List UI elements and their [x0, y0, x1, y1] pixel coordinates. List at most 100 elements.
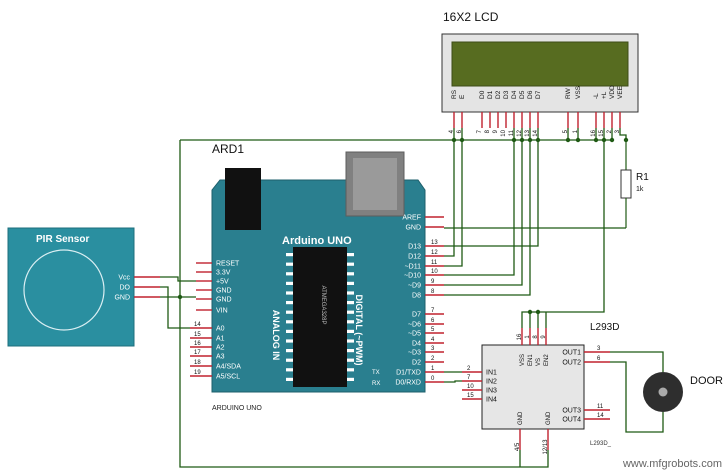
wire-lcd-d7-d13 [444, 128, 539, 247]
l293d-pin-label-out3: OUT3 [562, 408, 581, 415]
l293d-pin-number-out1: 3 [597, 346, 601, 352]
chip-lead-left [286, 368, 293, 372]
arduino-pin-number-d7: 7 [431, 308, 435, 314]
arduino-pin-number-d5: 5 [431, 327, 435, 333]
arduino-pin-number-a2: 16 [194, 341, 201, 347]
arduino-pin-label-d1-txd: D1/TXD [396, 370, 421, 377]
wire-lcd-d4-d10 [444, 128, 515, 276]
chip-lead-right [347, 272, 354, 276]
arduino-pin-label-a1: A1 [216, 336, 225, 343]
pir-lens [23, 249, 105, 331]
r1-ref: R1 [636, 172, 649, 183]
arduino-pin-number-a4-sda: 18 [194, 360, 201, 366]
wire-junction-13 [527, 309, 533, 315]
lcd-pin-label-vdd: VDD [609, 85, 616, 99]
arduino-pin-label-a0: A0 [216, 326, 225, 333]
lcd-pin-label-rs: RS [451, 89, 458, 99]
l293d-pin-number-en1: 1 [525, 335, 531, 339]
l293d-pin-label-in2: IN2 [486, 379, 497, 386]
arduino-pin-label-a3: A3 [216, 354, 225, 361]
arduino-right-pins: AREFGNDD1313D1212~D1111~D1010~D99D88D77~… [395, 215, 444, 387]
lcd-pin-label-d0: D0 [479, 90, 486, 99]
lcd-module: 16X2 LCD RS4E6D07D18D29D310D411D512D613D… [441, 10, 639, 137]
chip-lead-right [347, 253, 354, 257]
lcd-pin-number-d6: 13 [525, 129, 531, 136]
chip-lead-right [347, 377, 354, 381]
l293d-body [481, 344, 585, 430]
motor-shaft [658, 387, 668, 397]
lcd-pin-number-e: 6 [457, 129, 463, 133]
chip-lead-left [286, 339, 293, 343]
wire-junction-8 [575, 137, 581, 143]
arduino-footer: ARDUINO UNO [212, 405, 262, 412]
arduino-pin-number-a1: 15 [194, 332, 201, 338]
wire-lcd-d6-d8 [444, 128, 531, 296]
lcd-pin-number-d0: 7 [477, 129, 483, 133]
arduino-pin-number-d10: 10 [431, 269, 438, 275]
wire-lcd-e-d11 [444, 128, 463, 267]
l293d-pin-number-in1: 2 [467, 366, 471, 372]
pir-pin-label-vcc: Vcc [118, 275, 130, 282]
arduino-board: ARD1 Arduino UNO ATMEGA328P ANALOG IN DI… [190, 142, 444, 412]
arduino-pin-label-aref: AREF [402, 215, 421, 222]
arduino-pin-label-gnd: GND [216, 297, 232, 304]
wire-junction-3 [511, 137, 517, 143]
wire-junction-6 [535, 137, 541, 143]
arduino-pin-label-d3: ~D3 [408, 350, 421, 357]
l293d-pin-number-out3: 11 [597, 404, 604, 410]
chip-lead-left [286, 272, 293, 276]
arduino-pin-number-d0-rxd: 0 [431, 376, 435, 382]
chip-lead-right [347, 349, 354, 353]
lcd-pin-label-d2: D2 [495, 90, 502, 99]
pir-title: PIR Sensor [36, 234, 89, 245]
chip-label: ATMEGA328P [320, 286, 326, 325]
lcd-pin-number-rw: 5 [563, 129, 569, 133]
arduino-pin-number-d1-txd: 1 [431, 366, 435, 372]
arduino-pin-label-d8: D8 [412, 293, 421, 300]
arduino-pin-label-vin: VIN [216, 308, 228, 315]
l293d-pin-label-out4: OUT4 [562, 417, 581, 424]
chip-lead-right [347, 291, 354, 295]
resistor-r1: R1 1k [620, 140, 649, 228]
lcd-pin-number-d7: 14 [533, 129, 539, 136]
arduino-title: Arduino UNO [282, 235, 352, 247]
lcd-pin-label-l: +L [601, 91, 608, 99]
lcd-pin-number-d2: 9 [493, 129, 499, 133]
l293d-pin-label-out2: OUT2 [562, 360, 581, 367]
lcd-pin-label-l: -L [593, 93, 600, 99]
chip-lead-right [347, 281, 354, 285]
wire-junction-1 [451, 137, 457, 143]
l293d-pin-label-gnd-1: GND [518, 411, 524, 425]
l293d-pin-label-en2: EN2 [544, 354, 550, 366]
lcd-pin-label-vss: VSS [575, 85, 582, 99]
door-motor: DOOR [643, 372, 723, 412]
lcd-pin-label-d5: D5 [519, 90, 526, 99]
lcd-pin-number-rs: 4 [449, 129, 455, 133]
arduino-pin-label-gnd: GND [216, 288, 232, 295]
lcd-pin-number-l: 16 [591, 129, 597, 136]
arduino-pin-label-a5-scl: A5/SCL [216, 374, 240, 381]
arduino-pin-label-d12: D12 [408, 254, 421, 261]
wire-lcd-rs-d12 [444, 128, 455, 257]
chip-lead-left [286, 262, 293, 266]
lcd-pin-number-d4: 11 [509, 129, 515, 136]
power-jack [225, 168, 261, 230]
chip-lead-left [286, 253, 293, 257]
arduino-pin-label-d2: D2 [412, 360, 421, 367]
chip-lead-left [286, 301, 293, 305]
arduino-pin-label-d6: ~D6 [408, 322, 421, 329]
lcd-pin-number-l: 15 [599, 129, 605, 136]
l293d-driver: L293D VSS16EN11VS8EN29IN12IN27IN310IN415… [462, 322, 619, 455]
l293d-pin-label-vss: VSS [520, 354, 526, 366]
chip-lead-left [286, 281, 293, 285]
lcd-pin-number-d3: 10 [501, 129, 507, 136]
tx-label: TX [372, 370, 380, 376]
l293d-pin-number-out2: 6 [597, 356, 601, 362]
pir-board [7, 227, 135, 347]
chip-lead-left [286, 320, 293, 324]
r1-body [620, 169, 632, 199]
